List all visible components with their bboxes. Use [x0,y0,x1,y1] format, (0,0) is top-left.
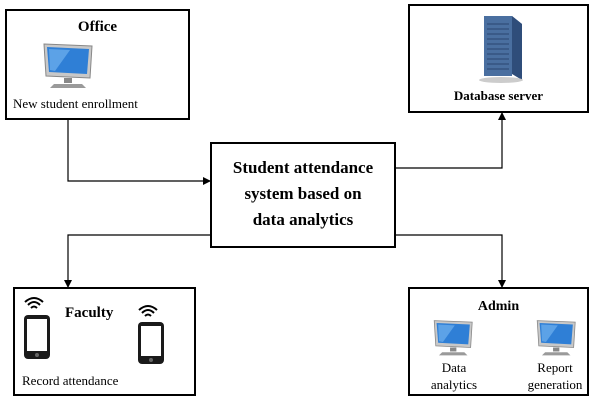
center-title-line3: data analytics [252,210,354,229]
center-title-line2: system based on [244,184,362,203]
center-admin-arrow [389,231,506,288]
center-database-arrow [389,112,506,172]
monitor-icon [433,320,473,356]
tablet-icon [24,315,50,359]
center-title-line1: Student attendance [232,158,374,177]
admin-item2-line2: generation [527,377,583,392]
office-to-center-arrow [67,120,211,185]
admin-item1-line2: analytics [430,377,478,392]
center-box: Student attendance system based on data … [210,142,396,248]
faculty-box: Faculty Record attendance [13,287,196,396]
office-caption: New student enrollment [13,96,138,111]
faculty-title: Faculty [65,305,114,321]
admin-title: Admin [477,299,520,314]
faculty-caption: Record attendance [22,373,119,388]
wifi-icon [138,305,158,317]
admin-box: Admin Data analytics Report generation [408,287,589,396]
center-faculty-arrow [64,231,217,288]
database-title: Database server [453,88,544,103]
admin-item1-line1: Data [441,360,467,375]
server-icon [479,16,523,83]
tablet-icon [138,322,164,364]
admin-item2-line1: Report [537,360,573,375]
office-box: Office New student enrollment [5,9,190,120]
monitor-icon [536,320,576,356]
office-title: Office [77,19,118,35]
wifi-icon [24,297,44,309]
database-box: Database server [408,4,589,113]
monitor-icon [43,43,93,88]
